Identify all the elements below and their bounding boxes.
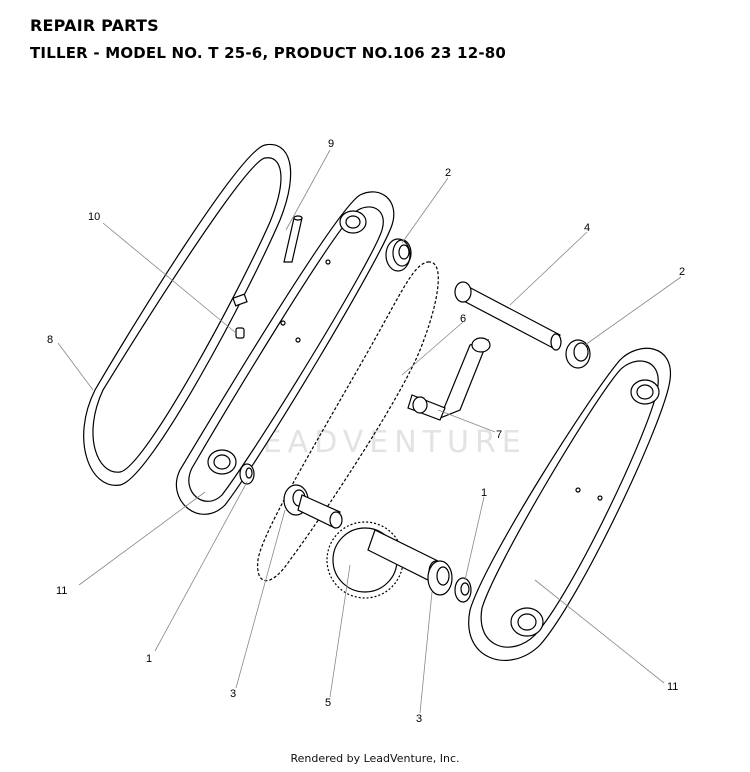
- page-title: REPAIR PARTS: [30, 16, 159, 35]
- callout-1-left: 1: [146, 653, 152, 665]
- part-11-right-chaincase: [468, 347, 671, 661]
- page-subtitle: TILLER - MODEL NO. T 25-6, PRODUCT NO.10…: [30, 44, 507, 62]
- part-1-washer-left: [239, 463, 255, 485]
- leader-lines: [57, 149, 682, 714]
- callout-6: 6: [460, 313, 466, 325]
- part-8-belt: [83, 143, 292, 486]
- part-4-shaft: [454, 281, 562, 351]
- callout-8: 8: [47, 334, 53, 346]
- callout-7: 7: [496, 429, 502, 441]
- part-10-key: [235, 327, 245, 339]
- callout-2-right: 2: [679, 266, 685, 278]
- callout-10: 10: [88, 211, 100, 223]
- part-11-left-chaincase: [175, 191, 395, 515]
- part-1-washer-right: [454, 577, 472, 603]
- callout-3-left: 3: [230, 688, 236, 700]
- callout-11-right: 11: [667, 681, 678, 693]
- callout-4: 4: [584, 222, 590, 234]
- part-2-bearing-upper: [385, 238, 412, 272]
- callout-2-upper: 2: [445, 167, 451, 179]
- part-3-lower-shaft: [283, 484, 343, 529]
- callout-11-left: 11: [56, 585, 67, 597]
- part-3-bearing-lower: [427, 560, 453, 596]
- watermark-text: LEADVENTURE: [240, 425, 527, 460]
- part-5-sprocket: [326, 521, 444, 599]
- callout-1-right: 1: [481, 487, 487, 499]
- part-7-tensioner-arm: [407, 337, 491, 421]
- callout-5: 5: [325, 697, 331, 709]
- part-2-bearing-right: [565, 339, 591, 369]
- callout-3-right: 3: [416, 713, 422, 725]
- callout-9: 9: [328, 138, 334, 150]
- footer-credit: Rendered by LeadVenture, Inc.: [290, 752, 460, 765]
- callouts: 9 10 8 2 4 2 6 7 1 11 1 3 5 3 11: [47, 138, 685, 725]
- part-9-pin: [283, 215, 303, 263]
